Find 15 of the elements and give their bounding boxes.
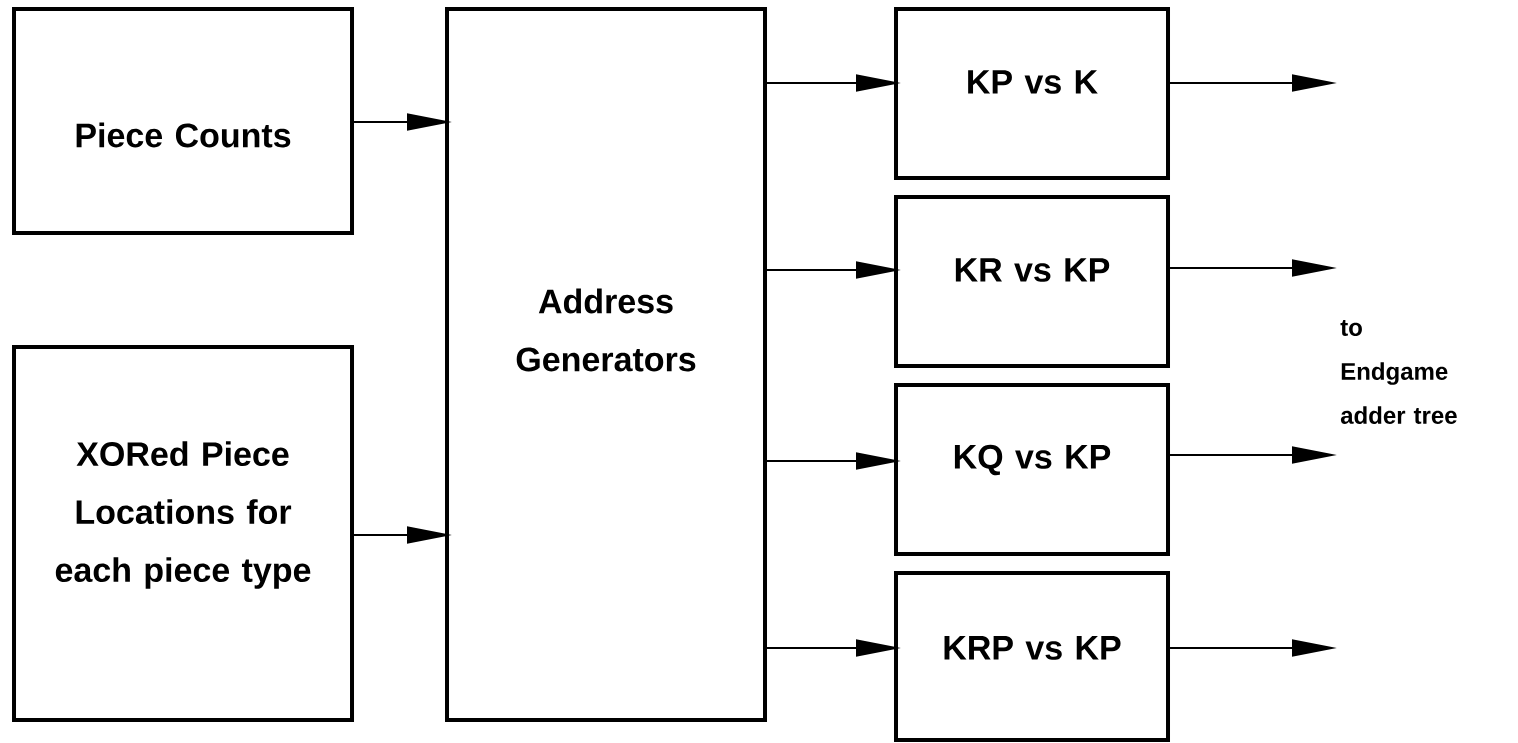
- process-box: [894, 571, 1170, 742]
- box-label: KP vs K: [968, 70, 1098, 94]
- process-box: [894, 7, 1170, 180]
- process-box: [445, 7, 767, 722]
- box-label: Piece Counts: [76, 122, 291, 148]
- box-label: XORed Piece Locations for each piece type: [55, 441, 311, 589]
- box-label: Address Generators: [516, 288, 696, 372]
- process-box: [12, 345, 354, 722]
- box-label: KRP vs KP: [944, 636, 1121, 660]
- process-box: [894, 383, 1170, 556]
- box-label: KR vs KP: [955, 258, 1110, 282]
- process-box: [12, 7, 354, 235]
- box-label: KQ vs KP: [954, 444, 1111, 476]
- output-note: to Endgame adder tree: [1340, 320, 1457, 424]
- process-box: [894, 195, 1170, 368]
